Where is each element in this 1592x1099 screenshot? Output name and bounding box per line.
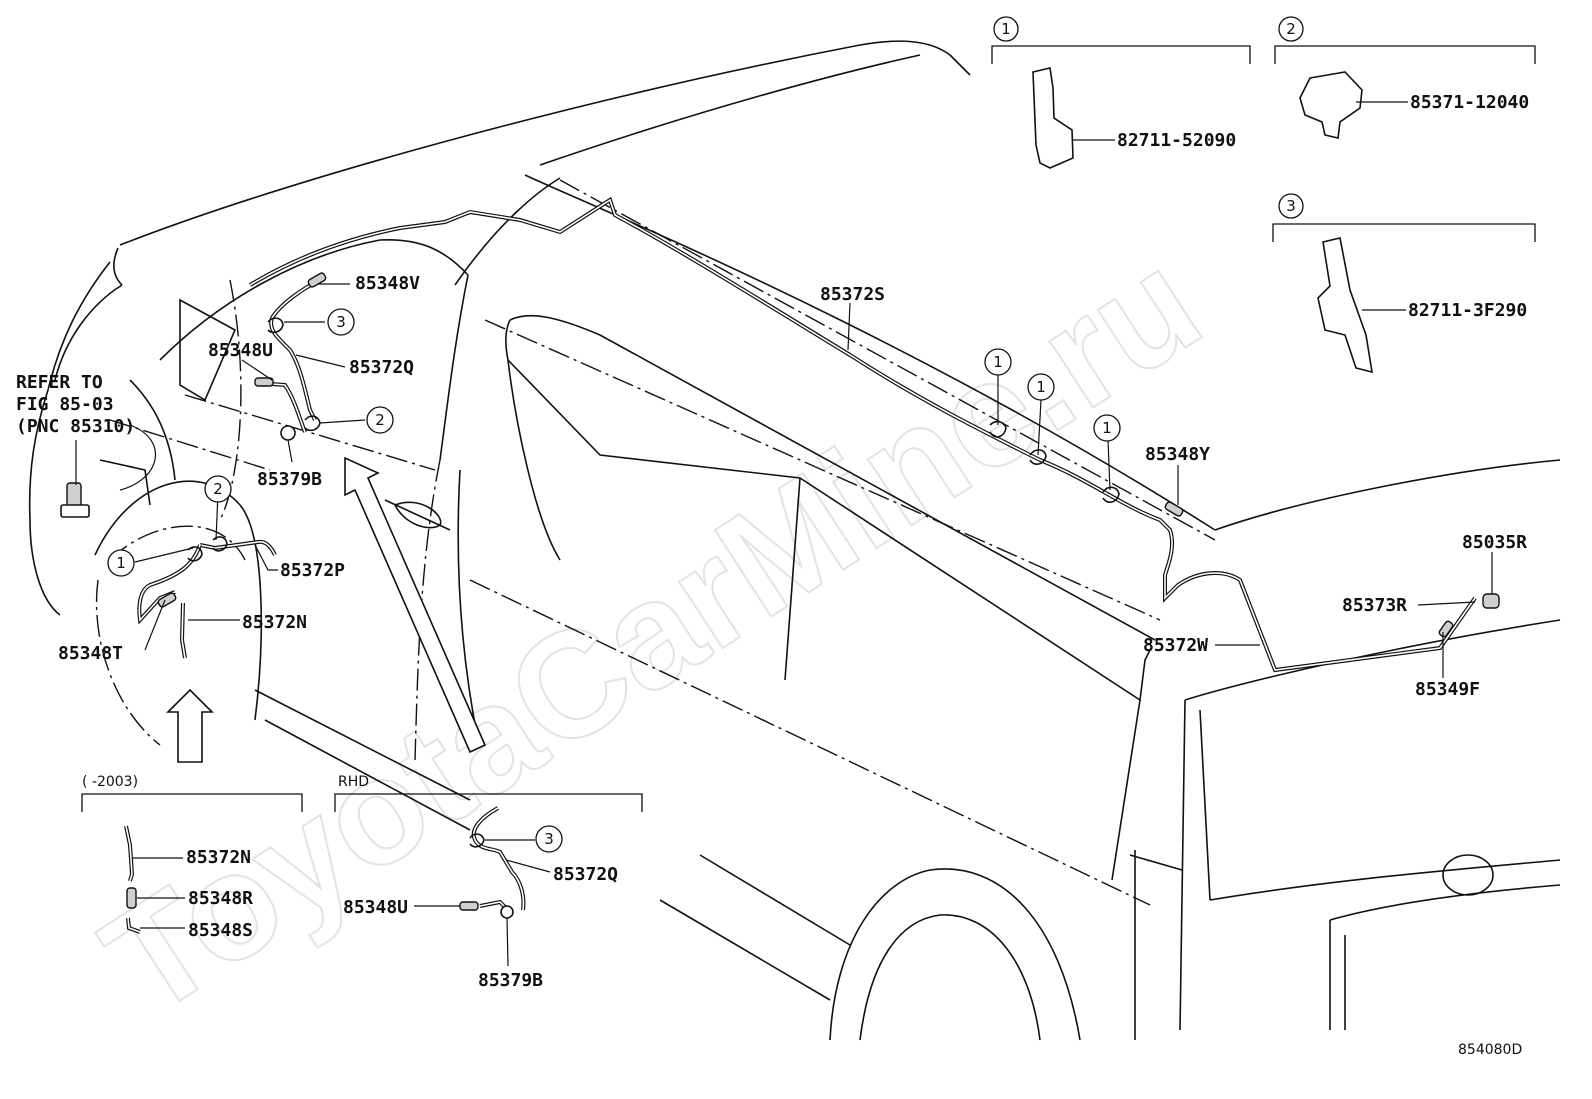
label-82711-3F290: 82711-3F290 [1408,300,1527,321]
inset-rhd-label: RHD [338,774,369,790]
label-85348V: 85348V [355,273,420,294]
label-85379B: 85379B [257,469,322,490]
detail-1-callout: 1 [1001,20,1011,38]
callout-1-fender: 1 [116,554,126,572]
label-85372W: 85372W [1143,635,1208,656]
inset-label-85379B: 85379B [478,970,543,991]
inset-rhd-callout-3: 3 [544,830,554,848]
refer-note-line-2: FIG 85-03 [16,394,114,415]
view-arrows [166,456,487,763]
refer-note-line-3: (PNC 85310) [16,416,135,437]
label-85373R: 85373R [1342,595,1407,616]
vehicle-outline [28,40,1561,1041]
label-85372S: 85372S [820,284,885,305]
inset-rhd: RHD 3 85372Q 85348U 85379B [334,774,643,991]
inset-label-85348U: 85348U [343,897,408,918]
label-85372N: 85372N [242,612,307,633]
refer-note-line-1: REFER TO [16,372,103,393]
inset-label-85372Q: 85372Q [553,864,618,885]
callout-1-roof-a: 1 [993,353,1003,371]
detail-2: 2 85371-12040 [1274,16,1536,139]
inset-era: ( -2003) 85372N 85348R 85348S [81,774,303,941]
label-85348U: 85348U [208,340,273,361]
callout-1-roof-c: 1 [1102,419,1112,437]
washer-pipes [137,196,1477,673]
detail-2-callout: 2 [1286,20,1296,38]
label-85371-12040: 85371-12040 [1410,92,1529,113]
pipe-clips [60,272,1500,638]
callout-2-front: 2 [375,411,385,429]
diagram-code: 854080D [1458,1042,1522,1058]
callout-2-fender: 2 [213,480,223,498]
part-labels: 85348V 85348U 85372Q 85379B 85372P 85372… [16,273,1527,700]
label-85035R: 85035R [1462,532,1527,553]
label-85348T: 85348T [58,643,123,664]
callout-1-roof-b: 1 [1036,378,1046,396]
detail-3: 3 82711-3F290 [1272,193,1536,374]
leader-lines [75,283,1493,678]
callout-circles: 3 2 2 1 1 1 1 [107,308,1121,577]
inset-era-label: ( -2003) [82,774,138,790]
label-85348Y: 85348Y [1145,444,1210,465]
inset-label-85372N: 85372N [186,847,251,868]
detail-3-callout: 3 [1286,197,1296,215]
inset-label-85348S: 85348S [188,920,253,941]
inset-label-85348R: 85348R [188,888,253,909]
callout-3-front: 3 [336,313,346,331]
label-85349F: 85349F [1415,679,1480,700]
label-85372Q: 85372Q [349,357,414,378]
label-85372P: 85372P [280,560,345,581]
label-82711-52090: 82711-52090 [1117,130,1236,151]
detail-1: 1 82711-52090 [991,16,1251,169]
